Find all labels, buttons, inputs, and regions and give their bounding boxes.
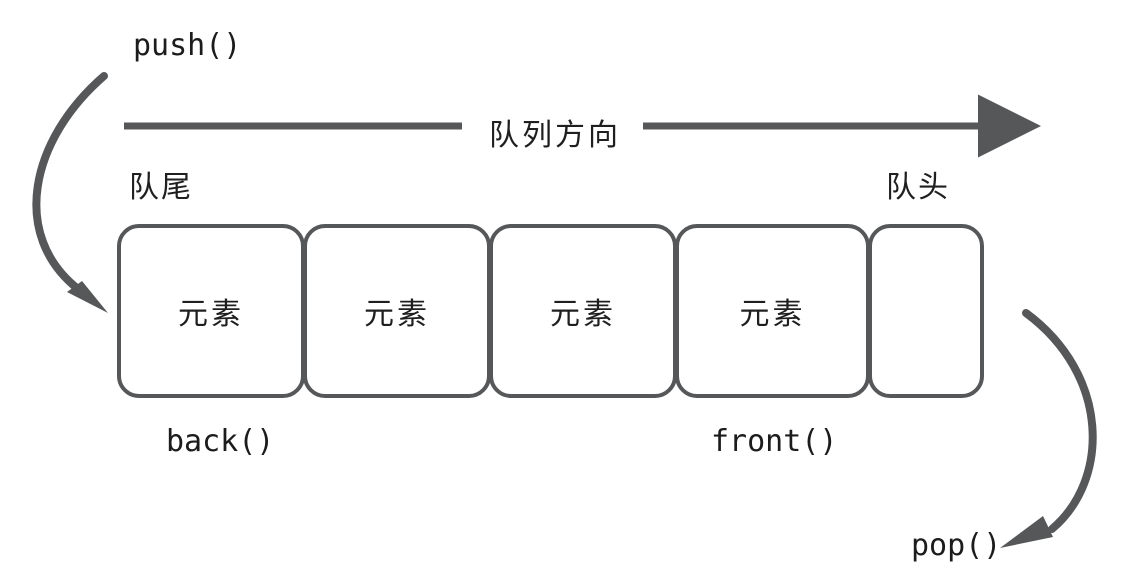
front-label: front() bbox=[711, 424, 838, 459]
queue-cell-3[interactable]: 元素 bbox=[489, 224, 677, 398]
pop-arrow-curve bbox=[1022, 309, 1097, 533]
queue-cell-4[interactable]: 元素 bbox=[675, 224, 870, 398]
queue-cell-label: 元素 bbox=[178, 297, 244, 332]
queue-cell-label: 元素 bbox=[739, 297, 806, 332]
pop-arrowhead bbox=[1000, 516, 1053, 548]
back-label: back() bbox=[166, 424, 275, 459]
queue-cell-label: 元素 bbox=[364, 297, 430, 332]
rear-end-label: 队尾 bbox=[129, 170, 193, 205]
push-label: push() bbox=[133, 28, 242, 63]
push-arrowhead bbox=[67, 281, 108, 313]
direction-label: 队列方向 bbox=[489, 118, 621, 153]
pop-label: pop() bbox=[911, 528, 1002, 563]
queue-cell-2[interactable]: 元素 bbox=[303, 224, 491, 398]
queue-cell-5-empty[interactable] bbox=[868, 224, 984, 398]
queue-cell-1[interactable]: 元素 bbox=[117, 224, 305, 398]
queue-cell-label: 元素 bbox=[550, 297, 616, 332]
front-end-label: 队头 bbox=[886, 170, 950, 205]
push-arrow-curve bbox=[32, 72, 108, 293]
